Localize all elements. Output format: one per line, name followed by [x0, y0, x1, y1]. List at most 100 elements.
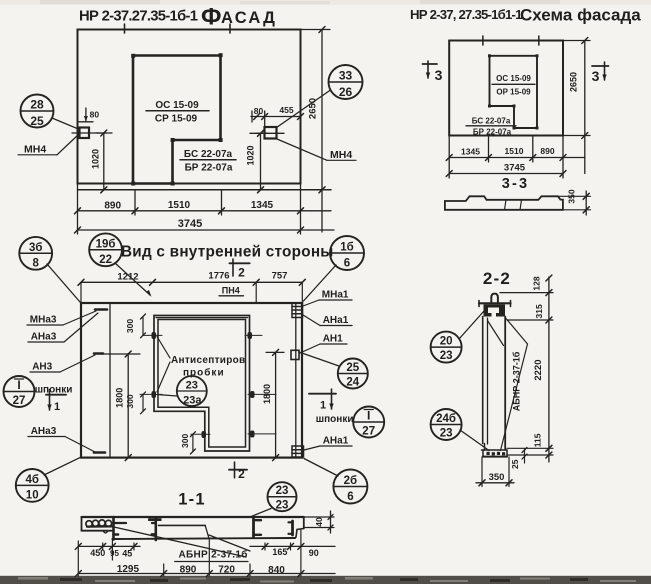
svg-text:19б: 19б [96, 239, 116, 251]
svg-text:20: 20 [440, 336, 453, 348]
svg-text:БС 22-07а: БС 22-07а [472, 117, 511, 126]
svg-text:1510: 1510 [168, 200, 191, 211]
svg-text:БС 22-07а: БС 22-07а [184, 149, 233, 160]
svg-text:24б: 24б [436, 413, 456, 425]
svg-text:25: 25 [30, 114, 44, 128]
svg-text:АНа3: АНа3 [31, 426, 57, 437]
svg-text:ОР 15-09: ОР 15-09 [496, 88, 531, 97]
svg-text:3-3: 3-3 [502, 176, 530, 192]
svg-text:1345: 1345 [461, 147, 480, 157]
svg-text:МН4: МН4 [24, 144, 46, 156]
svg-text:3: 3 [435, 67, 443, 83]
svg-text:1800: 1800 [262, 384, 272, 404]
svg-text:350: 350 [567, 189, 577, 203]
svg-text:26: 26 [339, 85, 353, 99]
svg-text:МНа3: МНа3 [30, 315, 57, 326]
svg-text:1: 1 [320, 400, 326, 412]
svg-text:1020: 1020 [246, 145, 256, 165]
svg-text:23а: 23а [183, 395, 202, 407]
svg-text:28: 28 [30, 98, 44, 112]
svg-text:8: 8 [32, 258, 39, 270]
svg-text:МН4: МН4 [330, 149, 352, 161]
svg-text:840: 840 [268, 565, 285, 576]
svg-text:80: 80 [90, 110, 100, 120]
svg-text:450: 450 [90, 548, 105, 558]
svg-text:24: 24 [346, 377, 359, 389]
svg-text:720: 720 [218, 565, 235, 576]
svg-text:АН3: АН3 [32, 362, 52, 373]
svg-text:95: 95 [110, 549, 119, 558]
svg-text:45: 45 [122, 549, 132, 559]
svg-text:80: 80 [254, 106, 264, 116]
svg-text:I: I [367, 409, 370, 423]
svg-text:315: 315 [534, 304, 544, 318]
svg-text:25: 25 [346, 362, 359, 374]
svg-text:2б: 2б [344, 475, 358, 487]
svg-text:АНа3: АНа3 [31, 332, 57, 343]
svg-text:3745: 3745 [178, 218, 202, 230]
svg-text:23: 23 [186, 380, 198, 392]
svg-text:2: 2 [238, 467, 245, 481]
svg-text:22: 22 [99, 254, 112, 266]
svg-text:шпонки: шпонки [35, 385, 73, 396]
svg-text:455: 455 [279, 105, 293, 115]
svg-text:АН1: АН1 [323, 334, 343, 345]
svg-text:1б: 1б [340, 242, 354, 254]
svg-text:6: 6 [344, 258, 350, 270]
svg-text:40: 40 [314, 517, 324, 527]
svg-text:I: I [17, 378, 20, 392]
svg-text:300: 300 [180, 434, 190, 448]
svg-text:115: 115 [532, 433, 542, 447]
svg-text:3б: 3б [29, 242, 43, 254]
svg-text:МНа1: МНа1 [322, 290, 349, 301]
svg-text:1: 1 [54, 401, 60, 413]
svg-text:33: 33 [339, 69, 353, 83]
svg-text:3745: 3745 [504, 163, 526, 174]
svg-text:27: 27 [362, 426, 375, 438]
svg-text:1345: 1345 [251, 200, 274, 211]
svg-text:23: 23 [276, 485, 289, 497]
svg-text:890: 890 [180, 565, 197, 576]
svg-text:90: 90 [309, 548, 319, 558]
svg-text:23: 23 [440, 350, 453, 362]
svg-text:1020: 1020 [91, 149, 101, 169]
svg-text:757: 757 [272, 271, 288, 282]
svg-text:шпонки: шпонки [316, 414, 354, 425]
svg-text:АНа1: АНа1 [323, 315, 349, 326]
svg-text:890: 890 [540, 146, 554, 156]
svg-text:БР 22-07а: БР 22-07а [473, 128, 512, 137]
svg-text:3: 3 [592, 68, 600, 84]
svg-text:БР 22-07а: БР 22-07а [185, 163, 233, 174]
svg-text:1212: 1212 [117, 272, 138, 283]
svg-text:НР 2-37.27.35-1б-1: НР 2-37.27.35-1б-1 [79, 9, 198, 25]
svg-text:2650: 2650 [569, 72, 579, 92]
svg-text:СР 15-09: СР 15-09 [155, 114, 198, 125]
svg-text:Вид с внутренней стороны: Вид с внутренней стороны [121, 244, 334, 261]
svg-text:2650: 2650 [308, 98, 319, 119]
svg-text:Антисептиров: Антисептиров [171, 355, 245, 366]
svg-text:6: 6 [347, 491, 353, 503]
svg-text:1-1: 1-1 [178, 491, 205, 509]
svg-text:1510: 1510 [505, 146, 524, 156]
svg-text:300: 300 [125, 319, 135, 333]
svg-text:300: 300 [125, 394, 135, 408]
svg-text:АСАД: АСАД [221, 9, 277, 27]
svg-text:10: 10 [26, 490, 39, 502]
svg-text:4б: 4б [25, 474, 39, 486]
svg-text:1800: 1800 [115, 388, 125, 408]
svg-text:АНа1: АНа1 [323, 436, 349, 447]
svg-text:Схема фасада: Схема фасада [520, 6, 641, 25]
svg-text:128: 128 [531, 276, 541, 290]
svg-text:27: 27 [13, 395, 26, 407]
svg-text:Ф: Ф [201, 4, 221, 31]
svg-text:АБНР 2-37.1б: АБНР 2-37.1б [179, 549, 248, 561]
svg-text:23: 23 [276, 500, 289, 512]
svg-text:165: 165 [272, 547, 287, 557]
svg-text:2220: 2220 [533, 360, 544, 381]
svg-text:25: 25 [510, 459, 520, 469]
svg-text:2: 2 [238, 266, 245, 280]
svg-text:1776: 1776 [208, 271, 229, 282]
svg-text:1295: 1295 [117, 564, 140, 575]
svg-text:350: 350 [489, 472, 505, 483]
svg-text:АБНР 2-37-1б: АБНР 2-37-1б [512, 351, 522, 411]
